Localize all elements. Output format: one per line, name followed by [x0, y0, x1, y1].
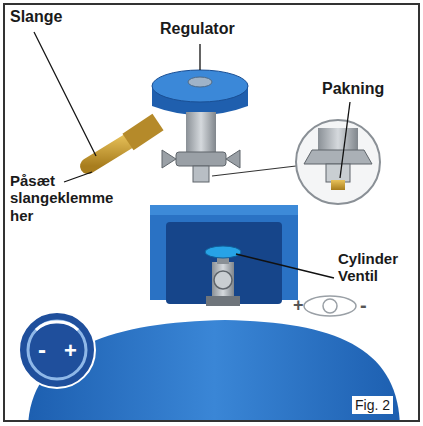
direction-sign: +: [64, 338, 77, 363]
part-label: Cylinder Ventil: [338, 250, 414, 285]
direction-sign: -: [38, 336, 46, 364]
instruction-label: Påsæt slangeklemme her: [10, 172, 130, 224]
part-label: Regulator: [160, 20, 235, 38]
part-label: Slange: [10, 8, 62, 26]
figure-number: Fig. 2: [352, 396, 393, 414]
direction-sign: -: [360, 294, 367, 317]
cylinder: [28, 205, 400, 421]
part-label: Pakning: [322, 80, 384, 98]
direction-sign: +: [293, 295, 304, 316]
